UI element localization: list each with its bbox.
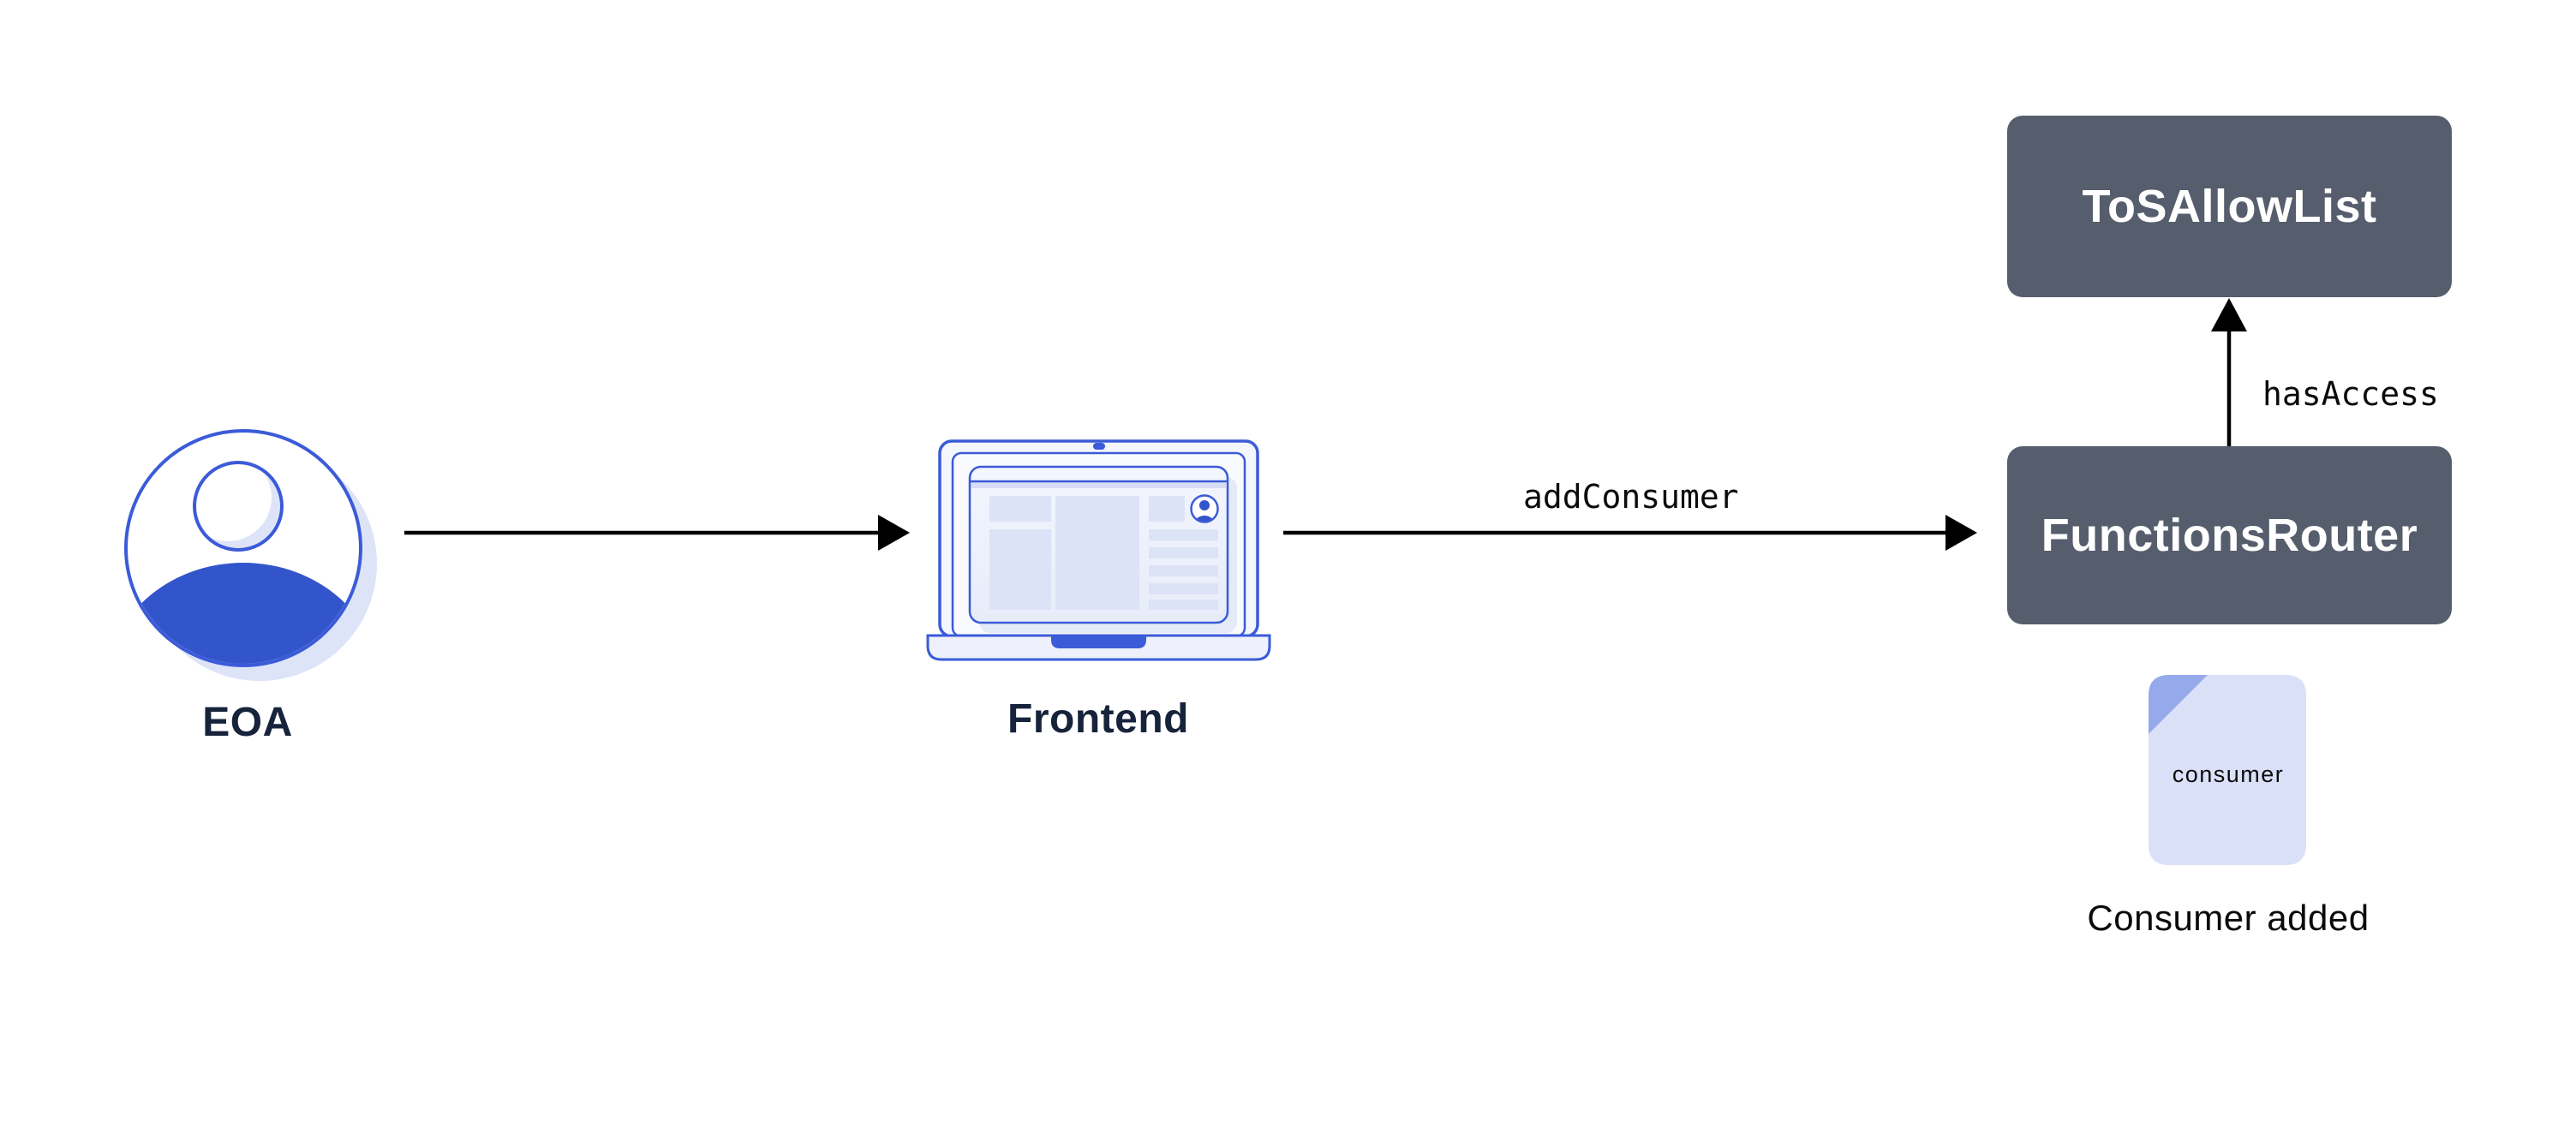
screen-avatar-icon [1190, 494, 1219, 523]
node-functions-router-label: FunctionsRouter [2041, 510, 2418, 561]
node-tos-allow-list: ToSAllowList [2007, 116, 2452, 297]
content-row [1149, 547, 1218, 558]
browser-toolbar-strip [971, 482, 1226, 488]
edge-label-add-consumer: addConsumer [1523, 478, 1739, 516]
laptop-webcam-dot [1093, 443, 1105, 450]
content-block [989, 529, 1051, 610]
laptop-base-notch [1051, 636, 1146, 648]
eoa-shoulders [128, 563, 359, 664]
file-page [2149, 675, 2306, 865]
arrowhead [878, 515, 910, 551]
frontend-label: Frontend [1007, 696, 1189, 742]
page-content-blocks [989, 496, 1218, 610]
eoa-head-outline [193, 461, 284, 552]
content-block [989, 496, 1051, 522]
content-row [1149, 600, 1218, 610]
arrowhead [1945, 515, 1977, 551]
eoa-label: EOA [202, 700, 293, 745]
node-tos-allow-list-label: ToSAllowList [2082, 181, 2377, 232]
frontend-laptop-icon [926, 439, 1271, 661]
arrowhead [2211, 298, 2247, 331]
content-row [1149, 529, 1218, 540]
arrow-eoa-to-frontend [404, 515, 910, 551]
content-row [1149, 583, 1218, 594]
file-folded-corner [2149, 675, 2208, 734]
consumer-file-label: consumer [2172, 761, 2285, 787]
content-block [1055, 496, 1139, 610]
content-block [1149, 496, 1185, 522]
node-functions-router: FunctionsRouter [2007, 446, 2452, 624]
arrow-functionsrouter-to-tosallowlist [2211, 298, 2247, 446]
content-row [1149, 565, 1218, 576]
consumer-file-icon [2149, 675, 2306, 865]
consumer-added-caption: Consumer added [2087, 898, 2370, 938]
eoa-person-icon [124, 429, 377, 681]
edge-label-has-access: hasAccess [2262, 375, 2439, 413]
arrow-frontend-to-functionsrouter [1283, 515, 1977, 551]
